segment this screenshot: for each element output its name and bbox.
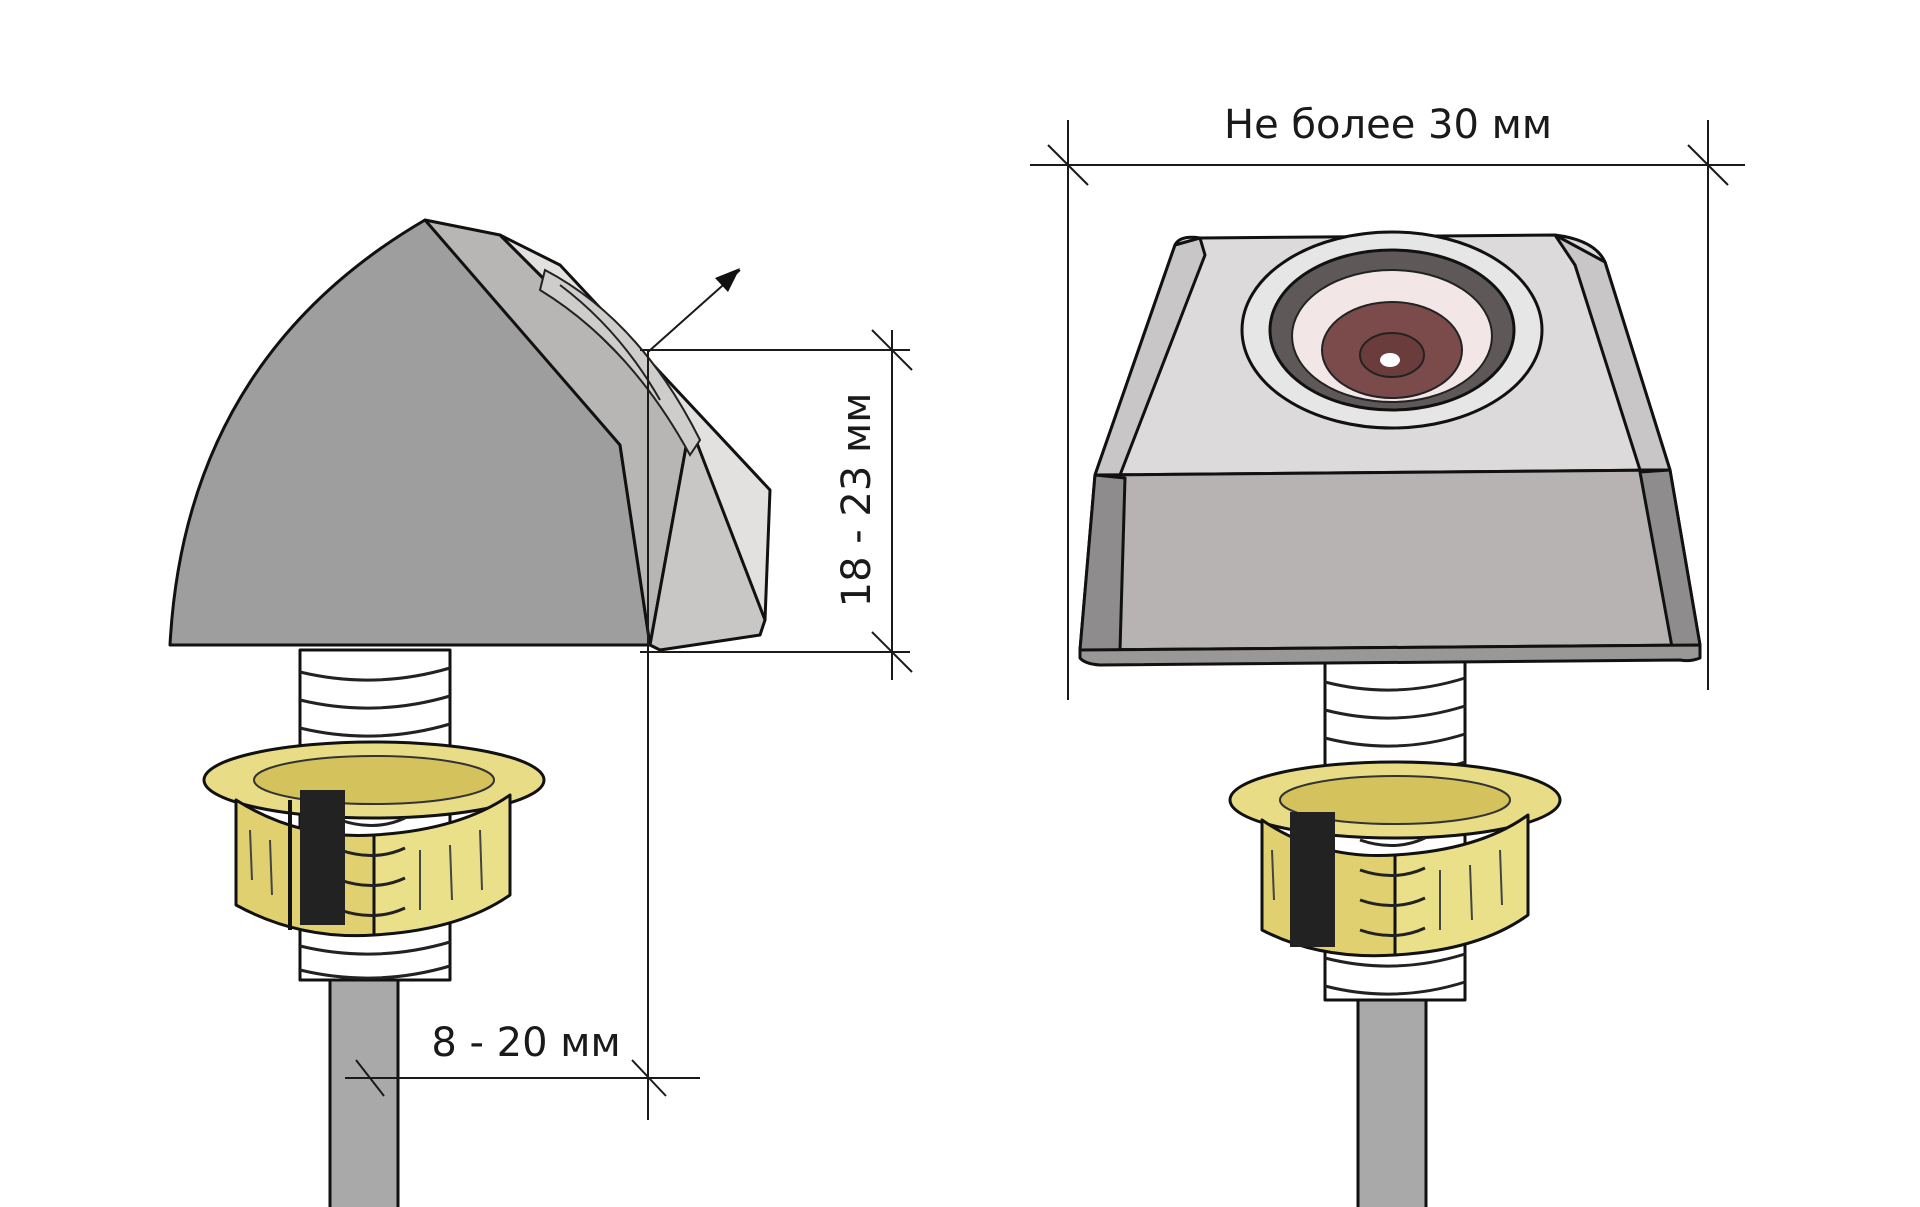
side-nut [202, 740, 546, 938]
camera-lens [1240, 230, 1544, 430]
mount-dimension: 8 - 20 мм [345, 350, 700, 1120]
side-view-camera: 18 - 23 мм 8 - 20 мм [168, 218, 913, 1207]
view-direction-arrow [647, 268, 741, 353]
width-dimension: Не более 30 мм [1030, 102, 1745, 700]
side-camera-head [168, 218, 772, 652]
max-width-label: Не более 30 мм [1224, 102, 1552, 148]
height-dimension: 18 - 23 мм [640, 329, 913, 680]
front-nut [1228, 760, 1562, 958]
front-view-camera: Не более 30 мм [1030, 102, 1745, 1207]
front-cable [1356, 998, 1428, 1207]
side-cable [328, 973, 400, 1207]
mount-range-label: 8 - 20 мм [431, 1020, 620, 1066]
height-range-label: 18 - 23 мм [834, 393, 880, 608]
